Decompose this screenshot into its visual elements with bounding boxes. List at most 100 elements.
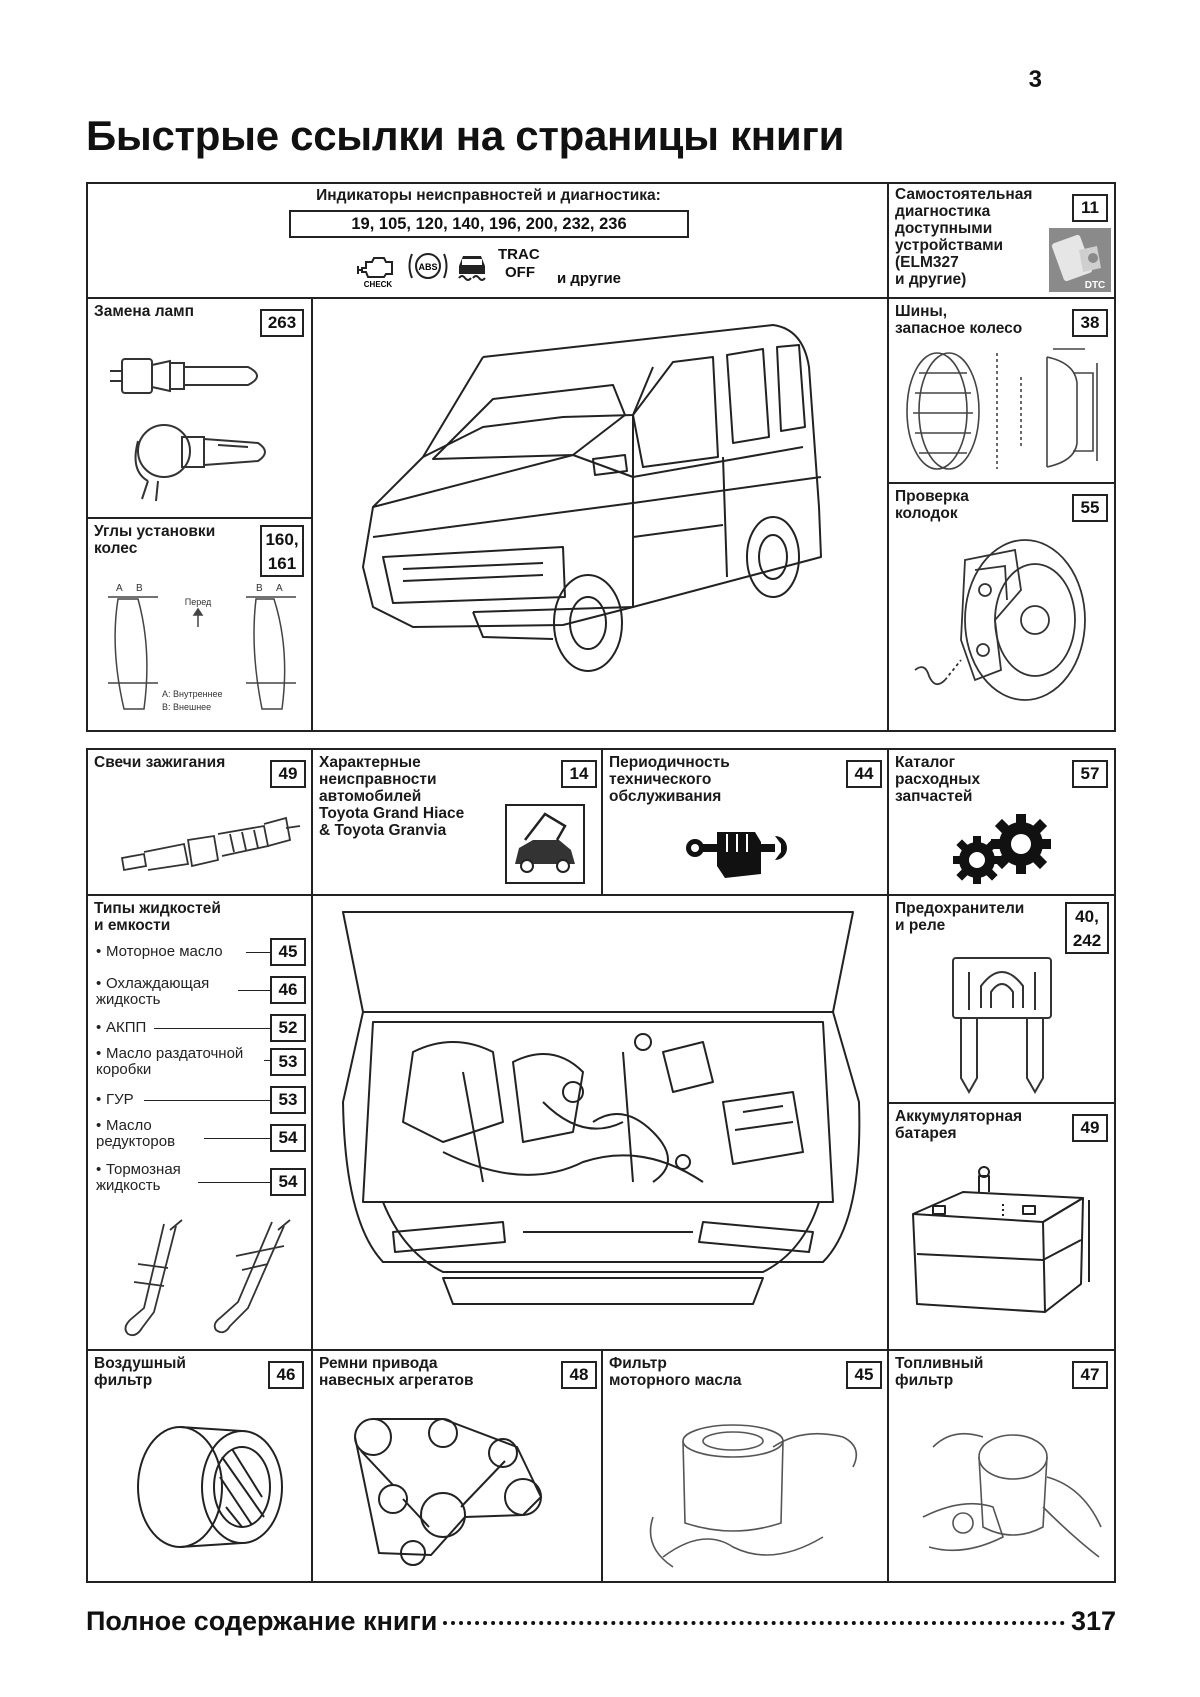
self-diagnostics-page[interactable]: 11: [1072, 194, 1108, 222]
tire-rim-illustration: [906, 348, 1098, 470]
dtc-label: DTC: [1085, 280, 1106, 291]
leader-dots: [443, 1621, 1065, 1625]
engine-bay-illustration: [342, 911, 861, 1305]
fuses-cell[interactable]: Предохранители и реле 40, 242: [889, 896, 1114, 1104]
lamps-cell[interactable]: Замена ламп 263: [88, 299, 313, 519]
check-engine-icon: CHECK: [357, 257, 393, 289]
alignment-b-right: B: [256, 583, 263, 594]
fluid-page-brake-fluid[interactable]: 54: [270, 1168, 306, 1196]
catalog-cell[interactable]: Каталог расходных запчастей 57: [889, 750, 1114, 896]
fluid-item-coolant: •Охлаждающая жидкость: [96, 975, 210, 1008]
full-contents-link[interactable]: Полное содержание книги 317: [86, 1606, 1116, 1637]
maintenance-page[interactable]: 44: [846, 760, 882, 788]
wheel-alignment-diagram: A B B A Перед A: Внутреннее B: Внешнее: [108, 583, 296, 712]
alignment-label: Углы установки колес: [94, 523, 216, 557]
maintenance-cell[interactable]: Периодичность технического обслуживания …: [603, 750, 889, 896]
tires-page[interactable]: 38: [1072, 309, 1108, 337]
air-filter-label: Воздушный фильтр: [94, 1355, 186, 1389]
belts-page[interactable]: 48: [561, 1361, 597, 1389]
traction-control-icon: [458, 256, 486, 281]
faults-page[interactable]: 14: [561, 760, 597, 788]
top-grid: Индикаторы неисправностей и диагностика:…: [86, 182, 1116, 732]
faults-label: Характерные неисправности автомобилей To…: [319, 754, 465, 839]
alignment-inner-label: A: Внутреннее: [162, 689, 223, 699]
fuel-filter-cell[interactable]: Топливный фильтр 47: [889, 1349, 1114, 1581]
oil-filter-page[interactable]: 45: [846, 1361, 882, 1389]
van-illustration-cell: [313, 299, 889, 730]
dipstick-illustration: [124, 1219, 291, 1337]
fuel-filter-label: Топливный фильтр: [895, 1355, 984, 1389]
air-filter-illustration: [137, 1426, 283, 1548]
brakes-cell[interactable]: Проверка колодок 55: [889, 484, 1114, 730]
fuses-label: Предохранители и реле: [895, 900, 1025, 934]
diagnostics-pages[interactable]: 19, 105, 120, 140, 196, 200, 232, 236: [289, 210, 689, 238]
full-contents-page: 317: [1070, 1606, 1116, 1636]
alignment-a-right: A: [276, 583, 283, 594]
spark-plug-illustration: [120, 816, 301, 872]
brakes-page[interactable]: 55: [1072, 494, 1108, 522]
battery-page[interactable]: 49: [1072, 1114, 1108, 1142]
others-label: и другие: [557, 270, 622, 287]
fluid-item-transfer-case: •Масло раздаточной коробки: [96, 1045, 244, 1078]
alignment-a-left: A: [116, 583, 123, 594]
fluid-item-power-steering: •ГУР: [96, 1091, 134, 1108]
battery-label: Аккумуляторная батарея: [895, 1108, 1023, 1142]
air-filter-cell[interactable]: Воздушный фильтр 46: [88, 1349, 313, 1581]
oil-filter-cell[interactable]: Фильтр моторного масла 45: [603, 1349, 889, 1581]
spark-plugs-label: Свечи зажигания: [94, 754, 226, 771]
check-label: CHECK: [364, 280, 393, 289]
battery-illustration: [912, 1166, 1090, 1313]
lamps-label: Замена ламп: [94, 303, 195, 320]
fluid-item-engine-oil: •Моторное масло: [96, 943, 223, 960]
bottom-grid: Свечи зажигания 49 Характерные неисправн…: [86, 748, 1116, 1583]
air-filter-page[interactable]: 46: [268, 1361, 304, 1389]
self-diagnostics-cell[interactable]: Самостоятельная диагностика доступными у…: [889, 184, 1114, 299]
drive-belt-diagram: [354, 1418, 543, 1566]
tires-label: Шины, запасное колесо: [895, 303, 1023, 337]
page-title: Быстрые ссылки на страницы книги: [86, 112, 845, 159]
alignment-cell[interactable]: Углы установки колес 160, 161 A B B A Пе…: [88, 519, 313, 730]
fluid-item-brake-fluid: •Тормозная жидкость: [96, 1161, 181, 1194]
belts-label: Ремни привода навесных агрегатов: [319, 1355, 474, 1389]
catalog-page[interactable]: 57: [1072, 760, 1108, 788]
catalog-label: Каталог расходных запчастей: [895, 754, 981, 805]
oil-filter-label: Фильтр моторного масла: [609, 1355, 742, 1389]
brake-caliper-illustration: [914, 539, 1086, 701]
tires-cell[interactable]: Шины, запасное колесо 38: [889, 299, 1114, 484]
van-illustration: [362, 324, 822, 672]
page-number: 3: [1028, 66, 1042, 93]
gears-icon: [953, 814, 1051, 884]
belts-cell[interactable]: Ремни привода навесных агрегатов 48: [313, 1349, 603, 1581]
engine-bay-illustration-cell: [313, 896, 889, 1349]
full-contents-label: Полное содержание книги: [86, 1606, 438, 1636]
off-label: OFF: [505, 264, 535, 281]
battery-cell[interactable]: Аккумуляторная батарея 49: [889, 1104, 1114, 1349]
lamps-page[interactable]: 263: [260, 309, 304, 337]
fuel-filter-illustration: [922, 1432, 1102, 1558]
fluid-page-power-steering[interactable]: 53: [270, 1086, 306, 1114]
abs-icon: ABS: [408, 253, 448, 279]
fluid-page-transfer-case[interactable]: 53: [270, 1048, 306, 1076]
fuel-filter-page[interactable]: 47: [1072, 1361, 1108, 1389]
spark-plugs-cell[interactable]: Свечи зажигания 49: [88, 750, 313, 896]
fluid-page-engine-oil[interactable]: 45: [270, 938, 306, 966]
alignment-page[interactable]: 160, 161: [260, 525, 304, 577]
fluid-item-automatic-transmission: •АКПП: [96, 1019, 147, 1036]
spark-plugs-page[interactable]: 49: [270, 760, 306, 788]
fluid-page-differential[interactable]: 54: [270, 1124, 306, 1152]
oil-filter-illustration: [649, 1424, 858, 1568]
faults-cell[interactable]: Характерные неисправности автомобилей To…: [313, 750, 603, 896]
fuses-page[interactable]: 40, 242: [1065, 902, 1109, 954]
brakes-label: Проверка колодок: [895, 488, 969, 522]
alignment-b-left: B: [136, 583, 143, 594]
alignment-outer-label: B: Внешнее: [162, 702, 211, 712]
alignment-front-label: Перед: [185, 597, 212, 607]
fluids-cell[interactable]: Типы жидкостей и емкости •Моторное масло…: [88, 896, 313, 1349]
fluid-page-coolant[interactable]: 46: [270, 976, 306, 1004]
fluids-label: Типы жидкостей и емкости: [94, 900, 221, 934]
diagnostics-cell[interactable]: Индикаторы неисправностей и диагностика:…: [88, 184, 889, 299]
fluid-page-automatic-transmission[interactable]: 52: [270, 1014, 306, 1042]
trac-label: TRAC: [498, 246, 540, 263]
headlight-bulb-illustration: [110, 358, 266, 502]
fluid-item-differential: •Масло редукторов: [96, 1117, 176, 1150]
